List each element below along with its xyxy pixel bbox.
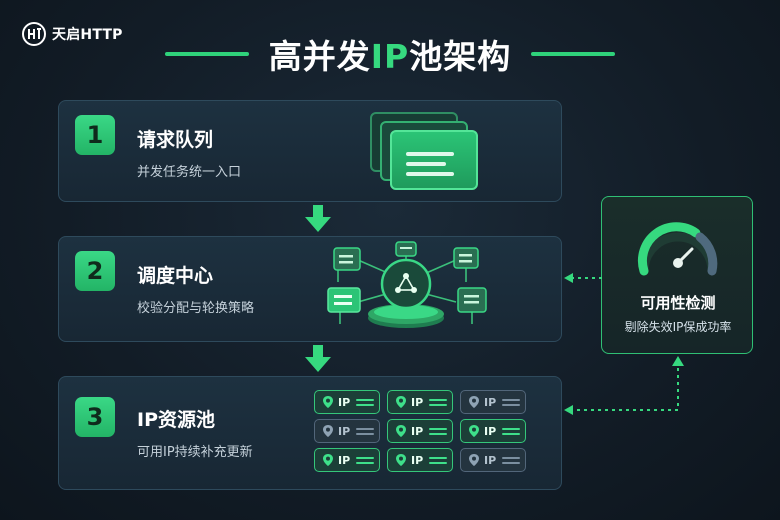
down-arrow-icon	[305, 205, 331, 232]
step-title: 请求队列	[137, 129, 214, 151]
ip-pool-cell: IP	[460, 390, 526, 414]
ip-bars	[502, 427, 521, 435]
ip-pool-cell: IP	[460, 448, 526, 472]
ip-label: IP	[484, 453, 497, 467]
card-line	[406, 172, 454, 176]
ip-pool-cell: IP	[314, 419, 380, 443]
pool-to-monitor-connector	[564, 356, 684, 415]
ip-bars	[356, 398, 375, 406]
step-number: 1	[75, 115, 115, 155]
title-decor-right	[531, 52, 616, 56]
ip-bars	[502, 398, 521, 406]
step-number: 2	[75, 251, 115, 291]
page-title-bar: 高并发IP池架构	[0, 30, 780, 78]
page-title: 高并发IP池架构	[269, 30, 511, 78]
location-pin-icon	[469, 425, 479, 437]
ip-bars	[429, 427, 448, 435]
availability-monitor-panel: 可用性检测 剔除失效IP保成功率	[601, 196, 753, 354]
location-pin-icon	[323, 454, 333, 466]
location-pin-icon	[396, 425, 406, 437]
monitor-title: 可用性检测	[640, 294, 716, 312]
ip-label: IP	[411, 424, 424, 438]
ip-pool-cell: IP	[387, 419, 453, 443]
ip-label: IP	[484, 424, 497, 438]
step-subtitle: 并发任务统一入口	[137, 165, 242, 180]
ip-label: IP	[484, 395, 497, 409]
ip-label: IP	[338, 395, 351, 409]
step-number: 3	[75, 397, 115, 437]
title-highlight: IP	[370, 37, 410, 76]
step-subtitle: 校验分配与轮换策略	[137, 301, 255, 316]
down-arrow-icon	[305, 345, 331, 372]
location-pin-icon	[323, 425, 333, 437]
ip-bars	[356, 427, 375, 435]
step-panel-request-queue: 1 请求队列 并发任务统一入口	[58, 100, 562, 202]
dispatch-hub-icon	[327, 241, 487, 328]
card-line	[406, 152, 454, 156]
monitor-to-dispatch-connector	[564, 273, 602, 283]
ip-bars	[502, 456, 521, 464]
location-pin-icon	[469, 454, 479, 466]
ip-bars	[429, 398, 448, 406]
ip-label: IP	[338, 453, 351, 467]
ip-label: IP	[411, 453, 424, 467]
title-end: 池架构	[409, 37, 512, 76]
ip-bars	[356, 456, 375, 464]
card-line	[406, 162, 446, 166]
brand-logo: 天启HTTP	[22, 22, 123, 46]
ip-pool-cell: IP	[314, 390, 380, 414]
queue-card	[390, 130, 478, 190]
step-subtitle: 可用IP持续补充更新	[137, 445, 253, 460]
ip-pool-cell: IP	[314, 448, 380, 472]
title-main: 高并发	[268, 37, 371, 76]
monitor-subtitle: 剔除失效IP保成功率	[624, 320, 732, 334]
gauge-icon	[637, 222, 718, 276]
ip-bars	[429, 456, 448, 464]
queue-cards-icon	[366, 112, 486, 192]
location-pin-icon	[323, 396, 333, 408]
ip-pool-cell: IP	[460, 419, 526, 443]
step-title: IP资源池	[137, 409, 215, 431]
logo-mark-icon	[22, 22, 46, 46]
location-pin-icon	[396, 454, 406, 466]
ip-pool-cell: IP	[387, 390, 453, 414]
ip-pool-cell: IP	[387, 448, 453, 472]
location-pin-icon	[396, 396, 406, 408]
location-pin-icon	[469, 396, 479, 408]
title-decor-left	[164, 52, 249, 56]
step-title: 调度中心	[137, 265, 214, 287]
ip-label: IP	[338, 424, 351, 438]
ip-label: IP	[411, 395, 424, 409]
brand-name: 天启HTTP	[52, 27, 123, 43]
